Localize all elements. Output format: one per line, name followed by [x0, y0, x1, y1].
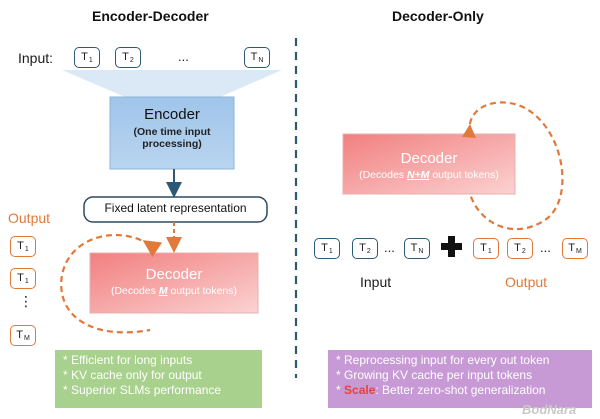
left-note-2: * KV cache only for output [63, 368, 202, 382]
right-output-token-m: TM [562, 238, 588, 259]
output-token-1: T1 [10, 236, 36, 257]
output-token-2: T1 [10, 268, 36, 289]
output-vertical-ellipsis: ⋮ [19, 293, 33, 309]
right-panel-title: Decoder-Only [392, 8, 484, 24]
output-token-m: TM [10, 325, 36, 346]
right-decoder-box [342, 133, 516, 195]
right-note-2: * Growing KV cache per input tokens [336, 368, 533, 382]
input-token-n: TN [244, 47, 270, 68]
right-decoder-loop [468, 101, 564, 231]
latent-label: Fixed latent representation [104, 201, 247, 215]
right-output-token-1: T1 [473, 238, 499, 259]
left-note-3: * Superior SLMs performance [63, 383, 222, 397]
left-notes-box: * Efficient for long inputs * KV cache o… [55, 350, 262, 408]
right-decoder-label-group: Decoder (Decodes N+M output tokens) [343, 150, 515, 181]
input-token-2: T2 [115, 47, 141, 68]
right-input-ellipsis: ... [384, 240, 395, 255]
right-note-1: * Reprocessing input for every out token [336, 353, 550, 367]
left-decoder-box [89, 252, 259, 314]
plus-sign-v [448, 236, 455, 257]
left-decoder-title: Decoder [145, 266, 203, 283]
input-funnel [62, 70, 282, 97]
right-input-token-1: T1 [314, 238, 340, 259]
right-note-3: * Scale: Better zero-shot generalization [336, 383, 546, 397]
encoder-label-group: Encoder (One time input processing) [110, 106, 234, 150]
right-output-ellipsis: ... [540, 240, 551, 255]
encoder-box [109, 96, 235, 170]
right-input-token-2: T2 [352, 238, 378, 259]
right-decoder-subtitle: (Decodes N+M output tokens) [359, 169, 499, 181]
right-input-token-n: TN [404, 238, 430, 259]
right-decoder-title: Decoder [400, 150, 458, 167]
left-decoder-loop [60, 233, 163, 334]
right-loop-arrowhead [462, 124, 476, 138]
left-decoder-subtitle: (Decodes M output tokens) [110, 285, 238, 297]
input-token-1: T1 [74, 47, 100, 68]
input-ellipsis: ... [178, 49, 189, 64]
right-output-token-2: T2 [507, 238, 533, 259]
encoder-subtitle-1: (One time input [133, 126, 211, 138]
encoder-title: Encoder [144, 106, 200, 123]
right-input-label: Input [360, 274, 392, 290]
left-decoder-label-group: Decoder (Decodes M output tokens) [90, 266, 258, 297]
right-output-label: Output [505, 274, 548, 290]
left-panel-title: Encoder-Decoder [92, 8, 209, 24]
output-label: Output [8, 210, 51, 226]
right-notes-box: * Reprocessing input for every out token… [328, 350, 592, 408]
latent-box [83, 196, 268, 223]
watermark: BodNara [522, 402, 577, 417]
input-label: Input: [18, 50, 54, 66]
left-note-1: * Efficient for long inputs [63, 353, 193, 367]
encoder-subtitle-2: processing) [142, 138, 202, 150]
